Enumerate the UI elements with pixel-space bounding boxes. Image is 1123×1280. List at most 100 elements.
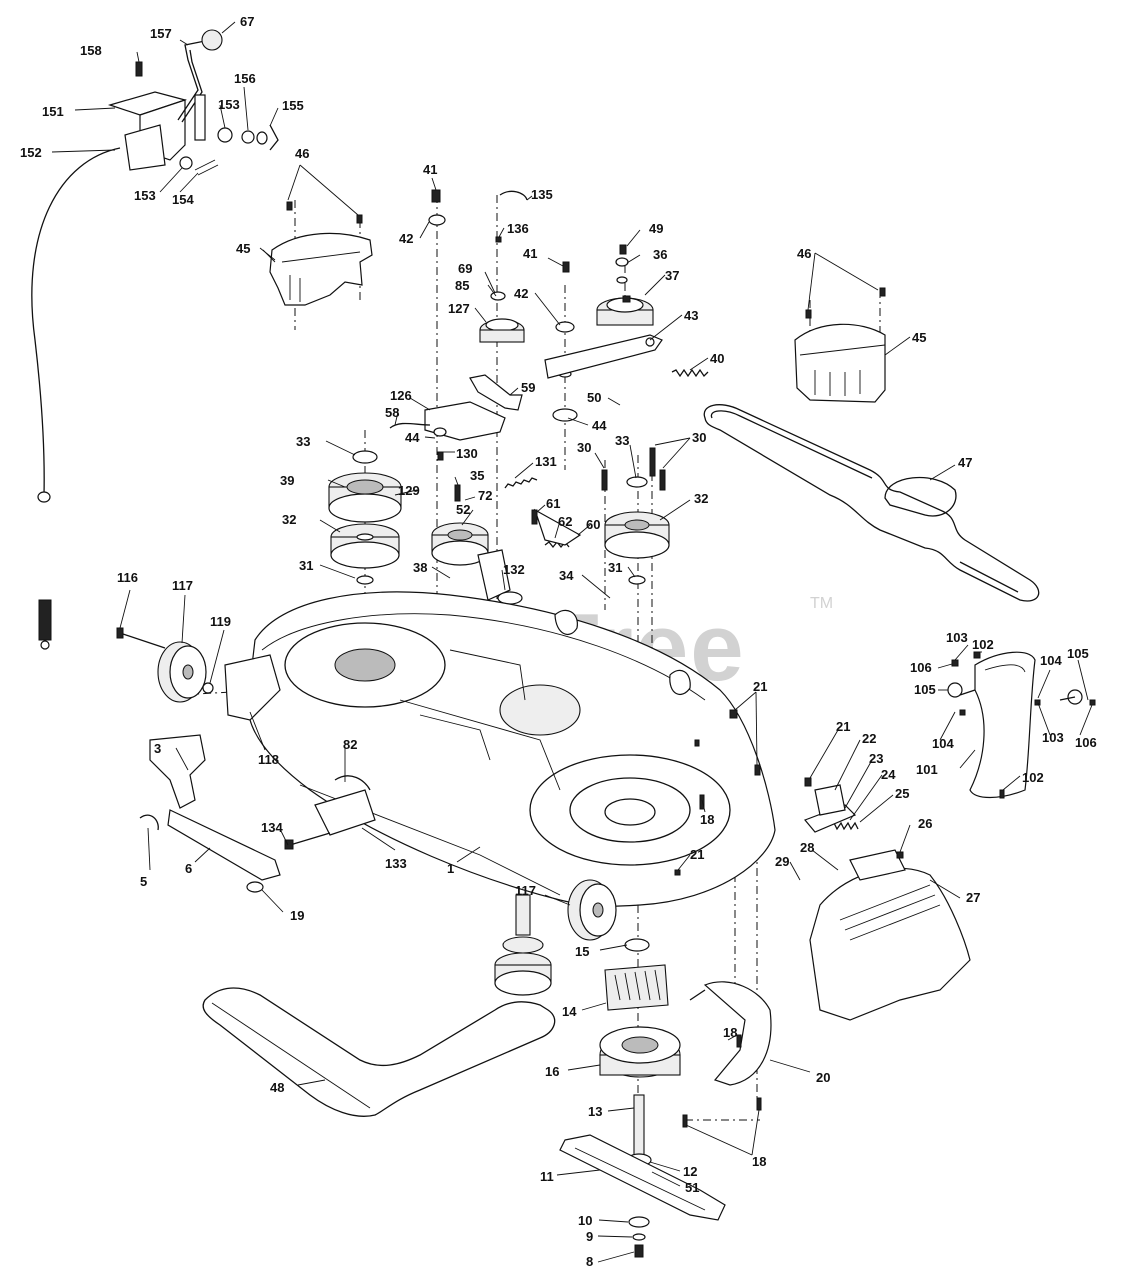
callout-132: 132 [503, 562, 525, 577]
left-spindle-pulleys [328, 450, 402, 585]
stabilizer-bracket [139, 734, 281, 893]
callout-48: 48 [270, 1080, 284, 1095]
callout-69: 69 [458, 261, 472, 276]
callout-11: 11 [540, 1169, 554, 1184]
callout-leaders [51, 21, 1093, 1263]
callout-52: 52 [456, 502, 470, 517]
callout-40: 40 [710, 351, 724, 366]
callout-102-top: 102 [972, 637, 994, 652]
idler-arm [544, 334, 663, 379]
callout-33-right: 33 [615, 433, 629, 448]
callout-154: 154 [172, 192, 194, 207]
callout-42-left: 42 [399, 231, 413, 246]
callout-118: 118 [258, 752, 279, 767]
callout-131: 131 [535, 454, 557, 469]
callout-50: 50 [587, 390, 601, 405]
callout-21-top: 21 [753, 679, 767, 694]
idler-brackets [389, 374, 523, 441]
side-baffle [947, 651, 1083, 799]
callout-25: 25 [895, 786, 909, 801]
callout-43: 43 [684, 308, 698, 323]
callout-117-front: 117 [515, 883, 536, 898]
callout-16: 16 [545, 1064, 559, 1079]
callout-127: 127 [448, 301, 470, 316]
callout-33-left: 33 [296, 434, 310, 449]
callout-101: 101 [916, 762, 938, 777]
callout-9: 9 [586, 1229, 593, 1244]
callout-85: 85 [455, 278, 469, 293]
callout-36: 36 [653, 247, 667, 262]
callout-28: 28 [800, 840, 814, 855]
callout-20: 20 [816, 1070, 830, 1085]
callout-136: 136 [507, 221, 529, 236]
blade-bolt-stack [628, 1216, 650, 1258]
callout-153-lower: 153 [134, 188, 156, 203]
callout-31-left: 31 [299, 558, 313, 573]
callout-21-deck: 21 [690, 847, 704, 862]
callout-39: 39 [280, 473, 294, 488]
callout-106-right: 106 [1075, 735, 1097, 750]
callout-6: 6 [185, 861, 192, 876]
callout-21-bracket: 21 [836, 719, 850, 734]
callout-34: 34 [559, 568, 574, 583]
callout-18-bottom: 18 [752, 1154, 766, 1169]
callout-60: 60 [586, 517, 600, 532]
callout-22: 22 [862, 731, 876, 746]
callout-119: 119 [210, 614, 231, 629]
callout-105-right: 105 [1067, 646, 1089, 661]
callout-46-left: 46 [295, 146, 309, 161]
gauge-wheel-front [567, 879, 617, 941]
callout-104-right: 104 [1040, 653, 1062, 668]
callout-18-deflector: 18 [723, 1025, 737, 1040]
callout-106-left: 106 [910, 660, 932, 675]
callout-156: 156 [234, 71, 256, 86]
callout-32-left: 32 [282, 512, 296, 527]
callout-29: 29 [775, 854, 789, 869]
callout-18-deck: 18 [700, 812, 714, 827]
callout-130: 130 [456, 446, 478, 461]
callout-44-right: 44 [592, 418, 607, 433]
callout-23: 23 [869, 751, 883, 766]
right-spindle-pulleys [533, 476, 670, 585]
watermark-trademark: TM [810, 595, 833, 612]
spindle-assembly [599, 938, 681, 1177]
callout-102-bottom: 102 [1022, 770, 1044, 785]
belt-cover-right [794, 323, 886, 403]
callout-59: 59 [521, 380, 535, 395]
callout-151: 151 [42, 104, 64, 119]
callout-133: 133 [385, 856, 407, 871]
callout-30-right: 30 [692, 430, 706, 445]
deck-hanger-bracket [284, 775, 376, 850]
callout-104-left: 104 [932, 736, 954, 751]
drive-belts [202, 404, 1040, 1117]
callout-41-left: 41 [423, 162, 437, 177]
callout-12: 12 [683, 1164, 697, 1179]
callout-31-right: 31 [608, 560, 622, 575]
callout-152: 152 [20, 145, 42, 160]
callout-26: 26 [918, 816, 932, 831]
callout-67: 67 [240, 14, 254, 29]
callout-58: 58 [385, 405, 399, 420]
callout-14: 14 [562, 1004, 577, 1019]
callout-82: 82 [343, 737, 357, 752]
callout-10: 10 [578, 1213, 592, 1228]
callout-15: 15 [575, 944, 589, 959]
callout-35: 35 [470, 468, 484, 483]
callout-49: 49 [649, 221, 663, 236]
callout-135: 135 [531, 187, 553, 202]
callout-45-right: 45 [912, 330, 926, 345]
callout-41-right: 41 [523, 246, 537, 261]
callout-105-left: 105 [914, 682, 936, 697]
callout-30-left: 30 [577, 440, 591, 455]
callout-155: 155 [282, 98, 304, 113]
control-cable [31, 147, 121, 650]
callout-38: 38 [413, 560, 427, 575]
callout-46-right: 46 [797, 246, 811, 261]
mower-deck [224, 591, 776, 907]
callout-61: 61 [546, 496, 560, 511]
center-pulley [431, 522, 523, 605]
belt-cover-left [269, 232, 373, 306]
callout-19: 19 [290, 908, 304, 923]
